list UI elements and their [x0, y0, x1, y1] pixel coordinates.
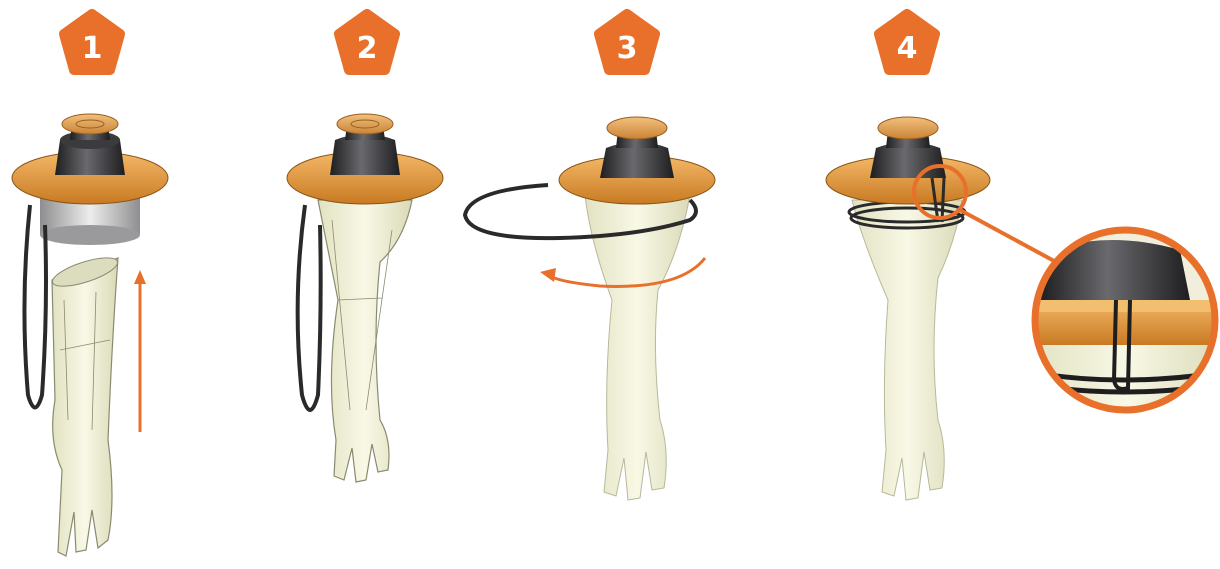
step-number-4: 4: [897, 31, 918, 66]
step-2: 2: [287, 14, 443, 482]
step-badge-4: 4: [879, 14, 935, 70]
step-4: 4: [826, 14, 1220, 500]
glove-1: [50, 252, 121, 556]
glove-2: [318, 200, 412, 482]
step-badge-1: 1: [64, 14, 120, 70]
o-ring-cord: [298, 205, 321, 410]
zoom-detail: [1030, 225, 1220, 415]
glove-3: [585, 195, 690, 500]
glove-4: [849, 200, 965, 500]
glove-port-ring-2: [287, 114, 443, 204]
glove-port-ring-3: [559, 117, 715, 204]
port-cap: [62, 114, 118, 134]
step-number-3: 3: [617, 31, 638, 66]
step-badge-3: 3: [599, 14, 655, 70]
step-badge-2: 2: [339, 14, 395, 70]
glove-port-ring-1: [12, 114, 168, 245]
insert-arrow: [134, 270, 146, 432]
step-1: 1: [12, 14, 168, 556]
step-3: 3: [465, 14, 715, 500]
step-number-2: 2: [357, 31, 378, 66]
step-number-1: 1: [82, 31, 103, 66]
